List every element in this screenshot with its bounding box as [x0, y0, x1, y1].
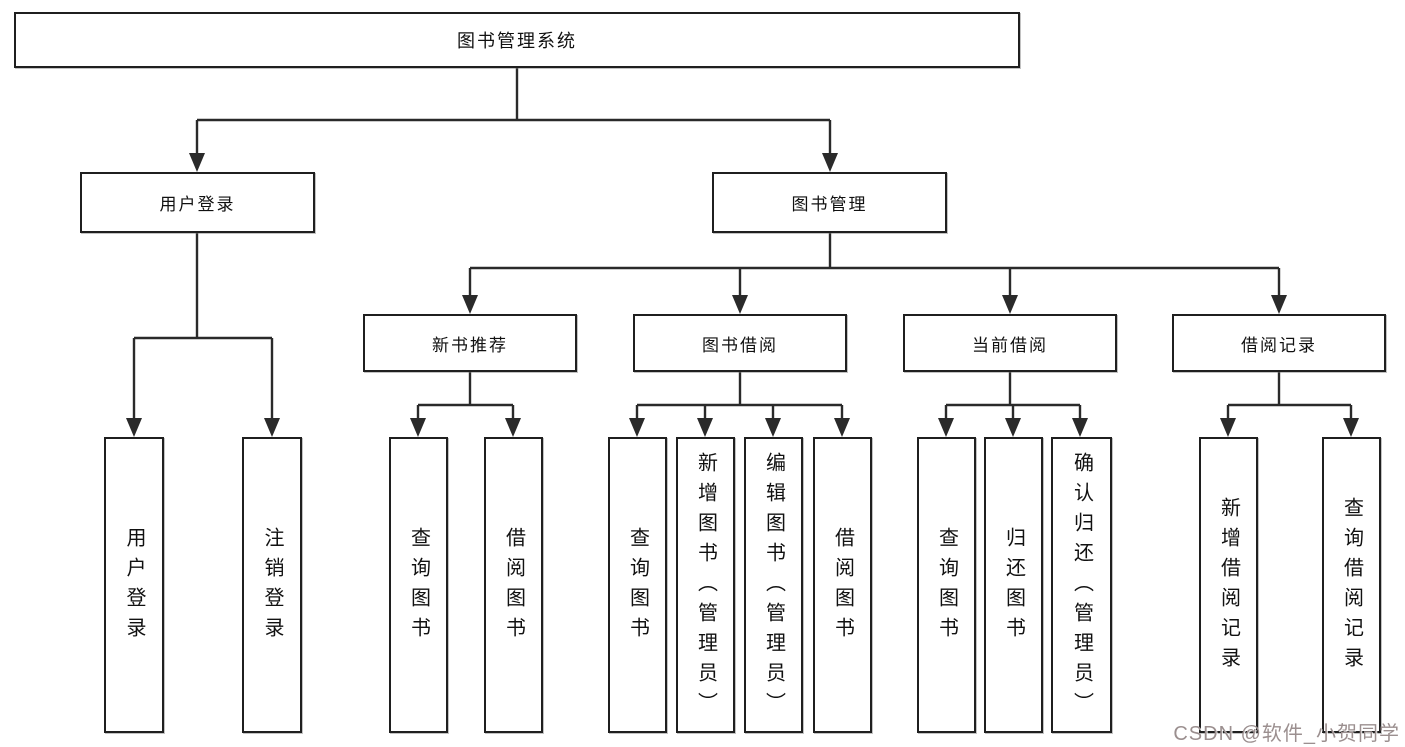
node-root: 图书管理系统 — [14, 12, 1020, 68]
leaf-borrow-add: 新增图书（管理员） — [676, 437, 735, 733]
leaf-newbook-query: 查询图书 — [389, 437, 448, 733]
arrowhead — [1271, 295, 1287, 314]
edges-user-login-to-leaves — [126, 233, 280, 437]
arrowhead — [765, 418, 781, 437]
arrowhead — [1002, 295, 1018, 314]
leaf-newbook-borrow: 借阅图书 — [484, 437, 543, 733]
edges-book-borrow-to-leaves — [629, 372, 850, 437]
leaf-record-query: 查询借阅记录 — [1322, 437, 1381, 733]
arrowhead — [264, 418, 280, 437]
leaf-current-return: 归还图书 — [984, 437, 1043, 733]
node-new-book: 新书推荐 — [363, 314, 577, 372]
arrowhead — [1343, 418, 1359, 437]
node-book-borrow: 图书借阅 — [633, 314, 847, 372]
csdn-watermark: CSDN @软件_小贺同学 — [1173, 723, 1400, 745]
arrowhead — [822, 153, 838, 172]
leaf-current-confirm: 确认归还（管理员） — [1051, 437, 1112, 733]
leaf-logout: 注销登录 — [242, 437, 302, 733]
arrowhead — [697, 418, 713, 437]
edges-current-borrow-to-leaves — [938, 372, 1088, 437]
node-book-mgmt: 图书管理 — [712, 172, 947, 233]
arrowhead — [1220, 418, 1236, 437]
node-current-borrow: 当前借阅 — [903, 314, 1117, 372]
arrowhead — [938, 418, 954, 437]
arrowhead — [126, 418, 142, 437]
edges-new-book-to-leaves — [410, 372, 521, 437]
arrowhead — [410, 418, 426, 437]
arrowhead — [189, 153, 205, 172]
arrowhead — [462, 295, 478, 314]
leaf-current-query: 查询图书 — [917, 437, 976, 733]
leaf-record-add: 新增借阅记录 — [1199, 437, 1258, 733]
node-user-login: 用户登录 — [80, 172, 315, 233]
arrowhead — [505, 418, 521, 437]
edges-borrow-record-to-leaves — [1220, 372, 1359, 437]
leaf-user-login: 用户登录 — [104, 437, 164, 733]
arrowhead — [629, 418, 645, 437]
arrowhead — [1005, 418, 1021, 437]
leaf-borrow-book: 借阅图书 — [813, 437, 872, 733]
arrowhead — [1072, 418, 1088, 437]
arrowhead — [732, 295, 748, 314]
arrowhead — [834, 418, 850, 437]
edges-root-to-level2 — [189, 68, 838, 172]
edges-book-mgmt-to-level3 — [462, 233, 1287, 314]
leaf-borrow-edit: 编辑图书（管理员） — [744, 437, 803, 733]
leaf-borrow-query: 查询图书 — [608, 437, 667, 733]
node-borrow-record: 借阅记录 — [1172, 314, 1386, 372]
